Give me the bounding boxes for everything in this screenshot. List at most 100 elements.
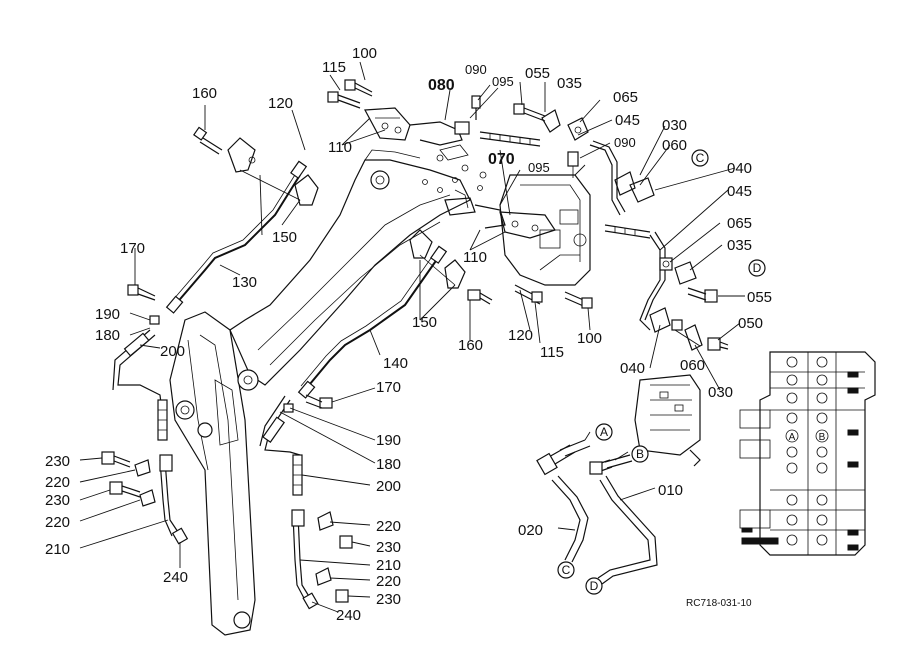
valve-bank-schematic [739,351,876,556]
part-label-045-top: 045 [615,112,640,129]
bolt-170-right [305,394,333,409]
part-label-080: 080 [428,77,455,94]
bracket-030-top [614,171,655,203]
fitting-230-left-top [101,451,131,468]
connection-marker-b: B [631,445,649,463]
part-label-055-top: 055 [525,65,550,82]
clamp-150-right [409,229,466,289]
part-label-240-right: 240 [336,607,361,624]
part-label-210-right: 210 [376,557,401,574]
bolt-115-right [514,284,543,305]
connection-marker-c-top: C [691,149,709,167]
part-label-040-top: 040 [727,160,752,177]
part-label-055-mid: 055 [747,289,772,306]
valve-port-b: B [819,432,826,443]
part-label-100-top: 100 [352,45,377,62]
control-valve-lower [634,374,701,467]
bracket-220-right-bot [315,567,332,586]
connection-letter-d-top: D [753,261,762,275]
nut-190-right [283,403,294,413]
connection-marker-d-top: D [748,259,766,277]
nut-190-left [149,315,160,325]
part-label-230-left-mid: 230 [45,492,70,509]
part-label-030-mid: 030 [708,384,733,401]
hose-210-right [291,509,319,610]
boom-arm [169,149,487,636]
part-label-220-left-mid: 220 [45,514,70,531]
connection-marker-d-bottom: D [585,577,603,595]
part-label-095-mid: 095 [528,160,550,175]
hose-010 [589,459,658,585]
connection-letter-b: B [636,447,644,461]
bracket-110-top [364,107,411,141]
part-label-060-top: 060 [662,137,687,154]
bracket-065-top [567,117,589,141]
connection-letter-c-bottom: C [562,563,571,577]
part-label-110-top: 110 [328,139,352,156]
part-label-230-right-bot: 230 [376,591,401,608]
part-label-020: 020 [518,522,543,539]
part-label-220-right-bot: 220 [376,573,401,590]
part-label-115-top: 115 [322,59,346,76]
hose-200-left [112,329,168,441]
bracket-060-mid [671,319,683,331]
fitting-115-top [327,79,373,109]
part-label-090-top: 090 [465,62,487,77]
hose-095-top [479,131,541,147]
part-label-190-right: 190 [376,432,401,449]
part-label-040-mid: 040 [620,360,645,377]
fitting-055-top [513,103,546,122]
bracket-030-mid [684,324,703,351]
part-label-220-left-top: 220 [45,474,70,491]
part-label-150-left: 150 [272,229,297,246]
connection-letter-a: A [600,425,608,439]
part-labels: 160 120 115 100 110 080 090 095 055 035 … [45,45,772,624]
bracket-035-top [541,109,561,133]
part-label-120-top: 120 [268,95,293,112]
part-label-180-right: 180 [376,456,401,473]
part-label-065-top: 065 [613,89,638,106]
part-label-200-left: 200 [160,343,185,360]
part-label-095-top: 095 [492,74,514,89]
leader-lines [79,61,745,613]
part-label-150-right: 150 [412,314,437,331]
bracket-035-mid [674,261,697,285]
part-label-100-right: 100 [577,330,602,347]
part-label-220-right-top: 220 [376,518,401,535]
part-label-160-top: 160 [192,85,217,102]
part-label-200-right: 200 [376,478,401,495]
fitting-230-right-top [339,535,353,549]
bolt-170-left [127,284,156,301]
part-label-130: 130 [232,274,257,291]
fitting-080 [409,121,470,161]
part-label-170-right: 170 [376,379,401,396]
hose-020 [536,444,589,563]
valve-port-markers: A B [785,429,829,443]
connection-letter-c-top: C [696,151,705,165]
part-label-170-left: 170 [120,240,145,257]
part-label-010: 010 [658,482,683,499]
part-label-230-left-top: 230 [45,453,70,470]
fitting-090-top [471,95,481,120]
fitting-230-right-bot [335,589,349,603]
pipe-140 [297,245,448,399]
part-label-190-left: 190 [95,306,120,323]
part-label-045-mid: 045 [727,183,752,200]
fitting-090-mid [567,151,579,178]
part-label-210-left: 210 [45,541,70,558]
part-label-230-right-top: 230 [376,539,401,556]
bolt-160-right [467,289,493,305]
part-label-110-mid: 110 [463,249,487,266]
part-label-115-right: 115 [540,344,564,361]
part-label-070: 070 [488,151,515,168]
hose-200-right [259,395,303,496]
part-label-240-left: 240 [163,569,188,586]
bracket-065-mid [659,257,673,271]
pipe-130 [165,160,308,314]
hose-045-mid [604,224,666,331]
fitting-230-left-mid [109,481,141,498]
connection-marker-c-bottom: C [557,561,575,579]
connection-marker-a: A [595,423,613,441]
bracket-040-mid [649,307,671,333]
